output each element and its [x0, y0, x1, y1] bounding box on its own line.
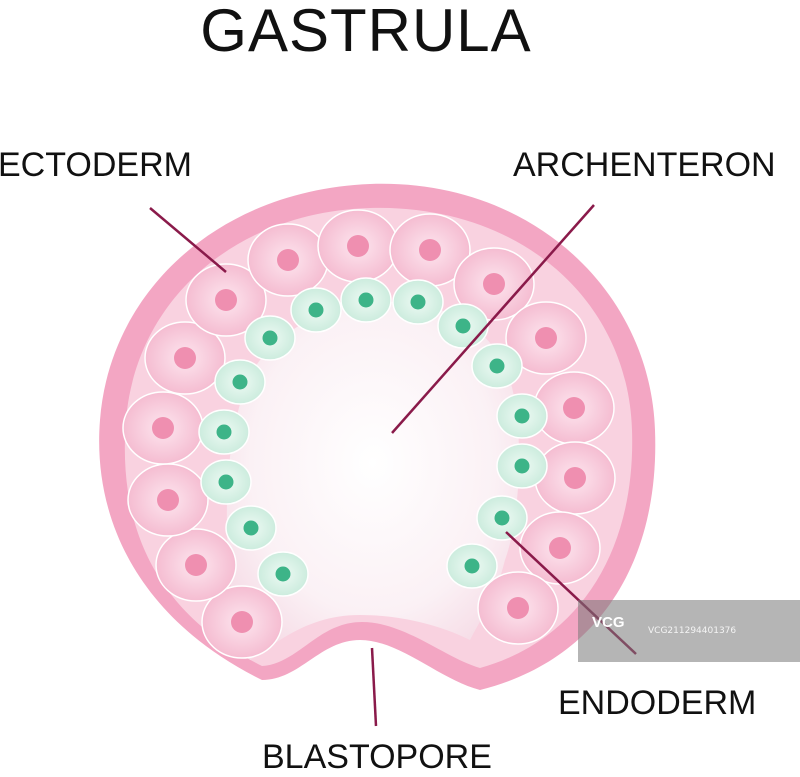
ectoderm-leader-line: [149, 207, 227, 273]
endoderm-cell-nucleus: [494, 510, 510, 526]
endoderm-cell: [257, 551, 309, 597]
endoderm-cell: [437, 303, 489, 349]
endoderm-cell-nucleus: [489, 358, 505, 374]
endoderm-cell-nucleus: [514, 408, 530, 424]
ectoderm-cell-nucleus: [549, 537, 571, 559]
endoderm-cell: [214, 359, 266, 405]
endoderm-cell: [290, 287, 342, 333]
ectoderm-label: ECTODERM: [0, 146, 192, 184]
ectoderm-cell-nucleus: [563, 397, 585, 419]
endoderm-cell: [198, 409, 250, 455]
endoderm-cell: [476, 495, 528, 541]
endoderm-cell: [446, 543, 498, 589]
endoderm-cell: [244, 315, 296, 361]
ectoderm-cell-nucleus: [174, 347, 196, 369]
ectoderm-cell-nucleus: [347, 235, 369, 257]
blastopore-leader-line: [370, 647, 378, 727]
endoderm-cell: [496, 393, 548, 439]
ectoderm-cell-nucleus: [231, 611, 253, 633]
ectoderm-cell-nucleus: [564, 467, 586, 489]
ectoderm-cell-nucleus: [215, 289, 237, 311]
ectoderm-cell: [247, 223, 329, 297]
endoderm-cell-nucleus: [358, 292, 374, 308]
ectoderm-cell: [201, 585, 283, 659]
ectoderm-cell: [122, 391, 204, 465]
endoderm-cell-nucleus: [308, 302, 324, 318]
watermark-logo: VCG: [592, 614, 625, 631]
ectoderm-cell: [505, 301, 587, 375]
endoderm-cell-nucleus: [410, 294, 426, 310]
endoderm-label: ENDODERM: [558, 684, 757, 722]
ectoderm-cell: [127, 463, 209, 537]
endoderm-cell-nucleus: [218, 474, 234, 490]
ectoderm-cell: [534, 441, 616, 515]
ectoderm-cell-nucleus: [419, 239, 441, 261]
endoderm-cell-nucleus: [275, 566, 291, 582]
endoderm-cell-nucleus: [216, 424, 232, 440]
ectoderm-cell-nucleus: [507, 597, 529, 619]
ectoderm-cells: [122, 209, 616, 659]
ectoderm-cell: [389, 213, 471, 287]
ectoderm-cell: [144, 321, 226, 395]
endoderm-cell: [200, 459, 252, 505]
ectoderm-cell: [519, 511, 601, 585]
watermark-id: VCG211294401376: [648, 626, 737, 636]
ectoderm-cell-nucleus: [535, 327, 557, 349]
archenteron-leader-line: [391, 204, 595, 434]
ectoderm-cell-nucleus: [157, 489, 179, 511]
endoderm-cell: [225, 505, 277, 551]
endoderm-cell: [392, 279, 444, 325]
endoderm-cell-nucleus: [262, 330, 278, 346]
endoderm-cell-nucleus: [464, 558, 480, 574]
ectoderm-cell: [477, 571, 559, 645]
ectoderm-cell-nucleus: [185, 554, 207, 576]
ectoderm-cell-nucleus: [483, 273, 505, 295]
page-title: GASTRULA: [200, 0, 532, 64]
endoderm-cell-nucleus: [514, 458, 530, 474]
endoderm-cell-nucleus: [232, 374, 248, 390]
endoderm-cell: [340, 277, 392, 323]
ectoderm-cell: [317, 209, 399, 283]
endoderm-cell-nucleus: [455, 318, 471, 334]
blastopore-label: BLASTOPORE: [262, 738, 492, 776]
ectoderm-cell-nucleus: [277, 249, 299, 271]
endoderm-cell-nucleus: [243, 520, 259, 536]
archenteron-label: ARCHENTERON: [513, 146, 776, 184]
ectoderm-cell: [155, 528, 237, 602]
ectoderm-cell: [185, 263, 267, 337]
endoderm-cell: [496, 443, 548, 489]
ectoderm-cell: [453, 247, 535, 321]
watermark: VCG VCG211294401376: [578, 600, 800, 662]
endoderm-cell: [471, 343, 523, 389]
endoderm-cells: [198, 277, 548, 597]
ectoderm-cell-nucleus: [152, 417, 174, 439]
